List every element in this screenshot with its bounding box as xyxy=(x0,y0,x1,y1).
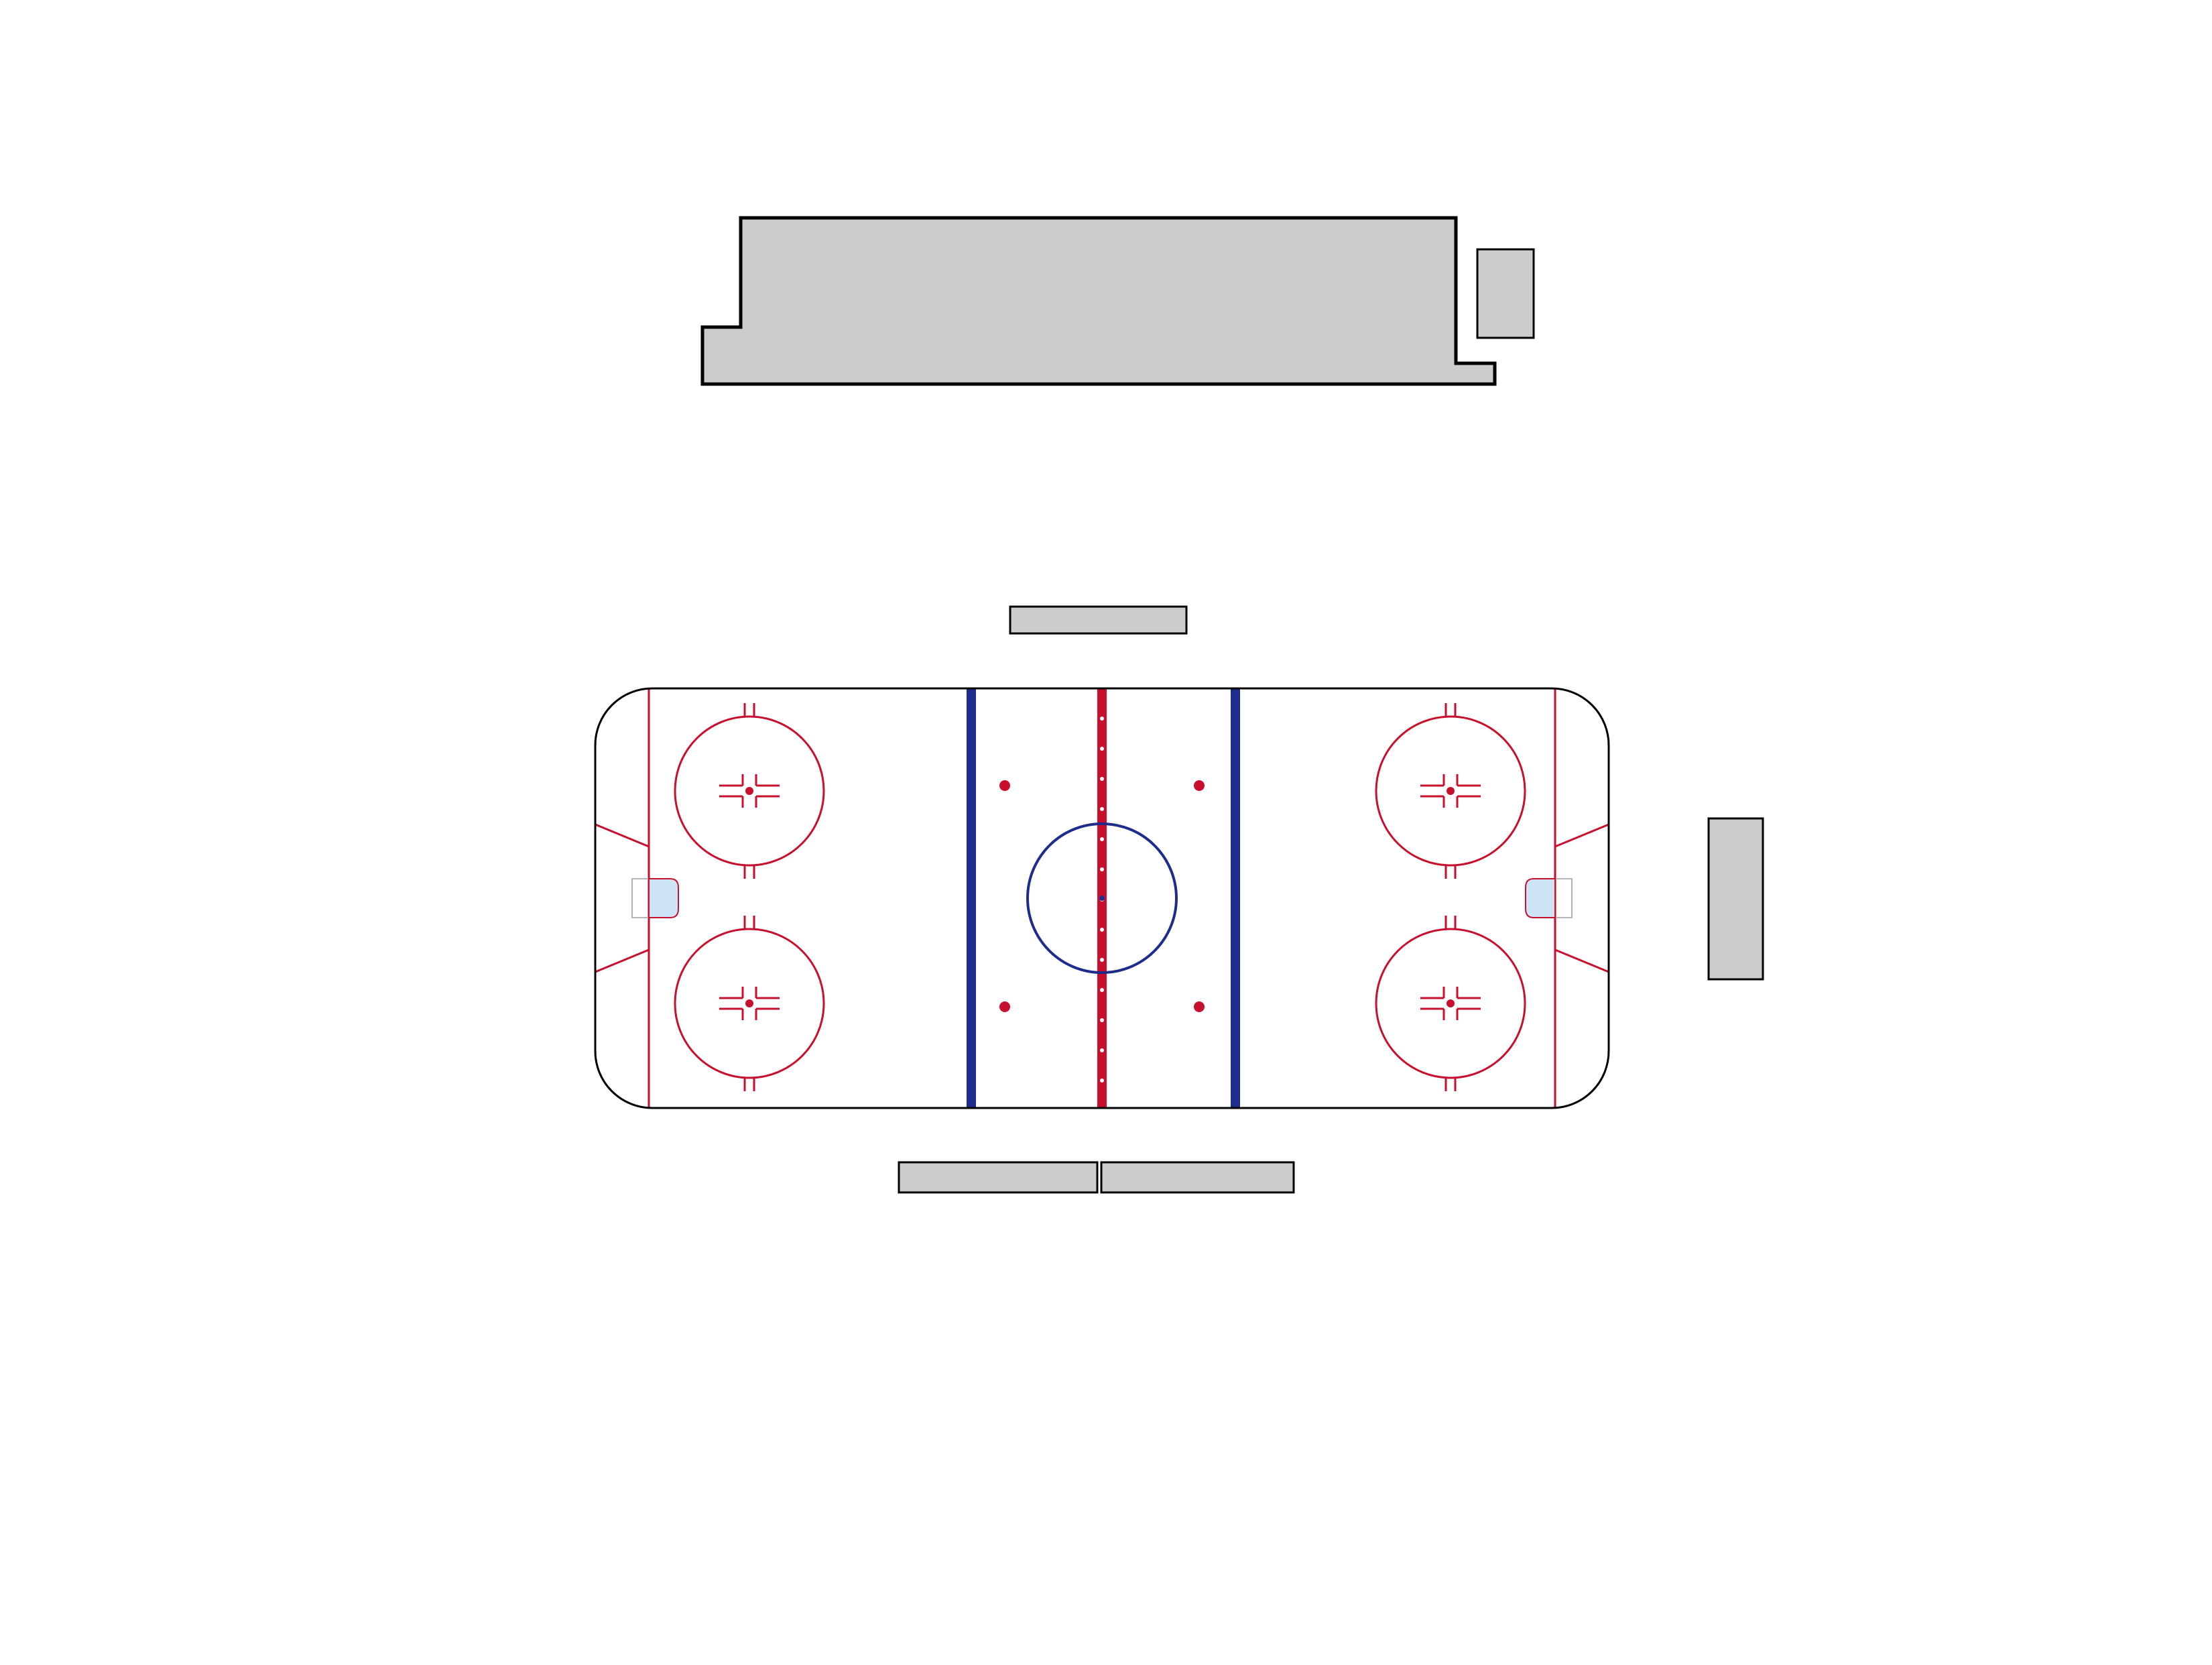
trapezoid-right xyxy=(1554,823,1609,973)
blue-line-right xyxy=(1231,688,1240,1108)
section-upper-stand[interactable] xyxy=(700,216,1497,386)
faceoff-circle xyxy=(1375,928,1526,1079)
center-line-dot xyxy=(1100,807,1104,811)
center-line-dot xyxy=(1100,1078,1104,1083)
goal-crease-right xyxy=(1525,878,1556,918)
section-bottom-right-block[interactable] xyxy=(1100,1161,1295,1194)
neutral-dot xyxy=(999,1001,1010,1012)
center-faceoff-dot xyxy=(1099,896,1105,901)
faceoff-dot xyxy=(1447,999,1455,1007)
center-line-dot xyxy=(1100,988,1104,992)
goal-left xyxy=(631,878,679,918)
trapezoid-left xyxy=(595,823,650,973)
center-line-dot xyxy=(1100,928,1104,932)
neutral-dot xyxy=(999,780,1010,791)
section-top-sideline-block[interactable] xyxy=(1009,605,1188,635)
faceoff-circle-bottom-right xyxy=(1375,916,1526,1091)
neutral-dot xyxy=(1194,1001,1205,1012)
center-line-dot xyxy=(1100,867,1104,871)
faceoff-circle-top-right xyxy=(1375,703,1526,879)
center-line-dot xyxy=(1100,1048,1104,1052)
rink-boards xyxy=(594,687,1610,1109)
section-upper-right-block[interactable] xyxy=(1476,248,1535,339)
center-line-dot xyxy=(1100,717,1104,721)
center-line-dot xyxy=(1100,958,1104,962)
neutral-dot xyxy=(1194,780,1205,791)
center-line-dot xyxy=(1100,837,1104,841)
center-line-dot xyxy=(1100,1018,1104,1022)
faceoff-dot xyxy=(745,787,753,795)
neutral-zone-dots xyxy=(999,780,1205,1012)
section-bottom-left-block[interactable] xyxy=(898,1161,1099,1194)
faceoff-circle-top-left xyxy=(674,703,825,879)
faceoff-circle xyxy=(674,928,825,1079)
section-east-end-block[interactable] xyxy=(1707,817,1764,981)
goal-right xyxy=(1525,878,1573,918)
center-line-dot xyxy=(1100,747,1104,751)
faceoff-dot xyxy=(1447,787,1455,795)
faceoff-circle xyxy=(674,715,825,867)
ice-rink xyxy=(594,687,1610,1109)
center-line-dot xyxy=(1100,777,1104,781)
blue-line-left xyxy=(967,688,976,1108)
faceoff-circle-bottom-left xyxy=(674,916,825,1091)
faceoff-dot xyxy=(745,999,753,1007)
end-zone-faceoff-circles xyxy=(674,703,1526,1091)
center-faceoff-circle xyxy=(1026,822,1178,974)
goal-crease-left xyxy=(648,878,679,918)
faceoff-circle xyxy=(1375,715,1526,867)
seating-sections xyxy=(700,216,1764,1194)
